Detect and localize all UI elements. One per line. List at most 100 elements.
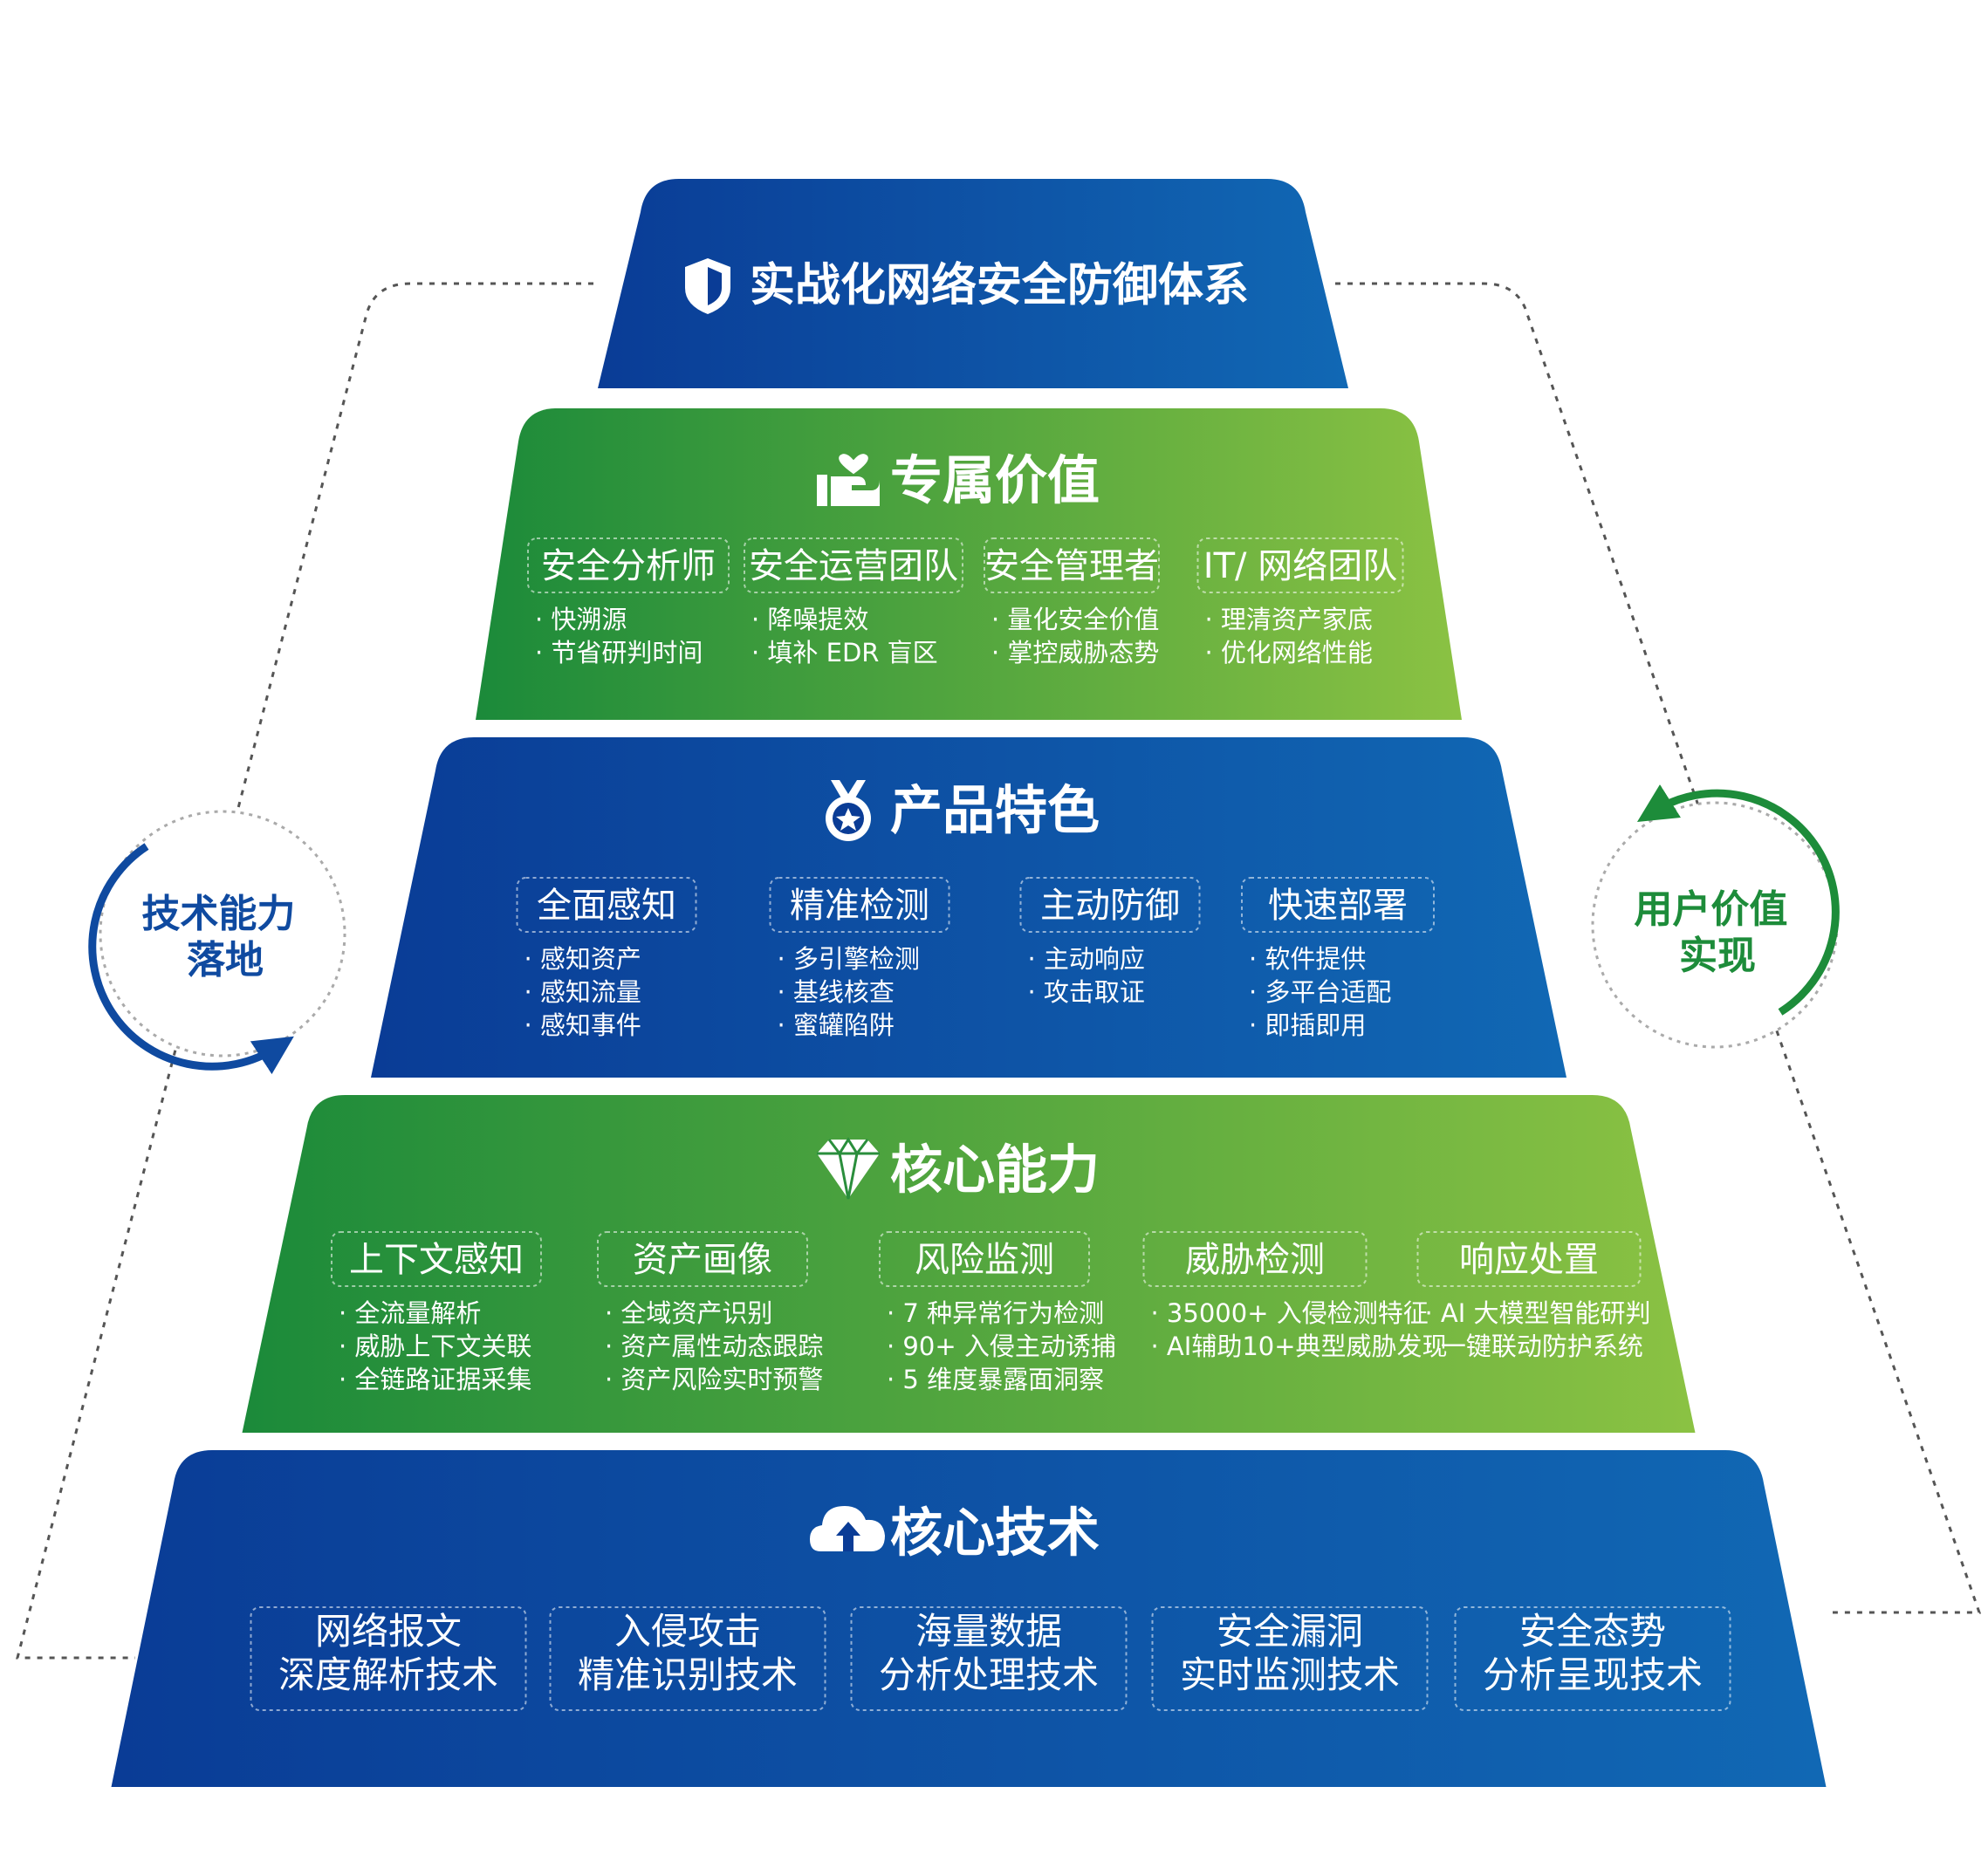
right-dotted-connector	[1335, 282, 1982, 1614]
feature-bullet: · 基线核查	[778, 977, 895, 1007]
feature-bullet: · 多引擎检测	[778, 944, 920, 974]
feature-tag-label: 安全分析师	[541, 546, 716, 586]
tech-card-line: 分析处理技术	[879, 1653, 1099, 1696]
feature-bullet: · 5 维度暴露面洞察	[887, 1365, 1104, 1394]
feature-bullet: · 全流量解析	[339, 1298, 481, 1328]
side-left-line-1: 技术能力	[141, 892, 295, 936]
feature-bullet: · 35000+ 入侵检测特征	[1151, 1298, 1429, 1328]
side-right-badge: 用户价值 实现	[1591, 784, 1840, 1049]
feature-bullet: · 主动响应	[1028, 944, 1145, 974]
feature-bullet: · 量化安全价值	[991, 605, 1159, 634]
feature-group: 威胁检测 · 35000+ 入侵检测特征· AI辅助10+典型威胁发现	[1142, 1231, 1448, 1361]
layer-band	[598, 179, 1348, 388]
feature-group: 响应处置· AI 大模型智能研判· 一键联动防护系统	[1416, 1231, 1651, 1361]
hand-heart-icon	[817, 454, 880, 506]
tech-card	[850, 1606, 1128, 1711]
tech-card-line: 安全态势	[1519, 1610, 1666, 1653]
side-right-arrow-icon	[1636, 784, 1840, 1016]
feature-tag	[1142, 1231, 1368, 1287]
feature-bullet: · 90+ 入侵主动诱捕	[887, 1331, 1116, 1361]
pyramid-layer: 实战化网络安全防御体系	[598, 179, 1348, 388]
feature-bullet: · 优化网络性能	[1205, 638, 1373, 667]
tech-card-line: 精准识别技术	[578, 1653, 798, 1696]
feature-bullet: · 即插即用	[1249, 1010, 1366, 1040]
layer-band	[242, 1095, 1696, 1433]
feature-group: 资产画像· 全域资产识别· 资产属性动态跟踪· 资产风险实时预警	[597, 1231, 823, 1394]
feature-tag-label: 精准检测	[790, 886, 929, 926]
feature-group: 快速部署 · 软件提供· 多平台适配· 即插即用	[1241, 877, 1435, 1040]
feature-group: 精准检测 · 多引擎检测· 基线核查· 蜜罐陷阱	[769, 877, 950, 1040]
diamond-icon	[817, 1137, 880, 1200]
feature-tag	[744, 537, 963, 593]
feature-bullet: · AI辅助10+典型威胁发现	[1151, 1331, 1448, 1361]
feature-group: 安全分析师 · 快溯源 · 节省研判时间	[527, 537, 730, 667]
feature-bullet: · 一键联动防护系统	[1425, 1331, 1643, 1361]
feature-group: 上下文感知· 全流量解析· 威胁上下文关联· 全链路证据采集	[331, 1231, 542, 1394]
feature-bullet: · 攻击取证	[1028, 977, 1145, 1007]
medal-icon	[826, 780, 871, 841]
feature-bullet: · 全链路证据采集	[339, 1365, 531, 1394]
tech-card-line: 入侵攻击	[614, 1610, 761, 1653]
tech-card-line: 网络报文	[315, 1610, 462, 1653]
tech-card-line: 海量数据	[915, 1610, 1062, 1653]
feature-bullet: · 填补 EDR 盲区	[751, 638, 938, 667]
feature-bullet: · 资产属性动态跟踪	[605, 1331, 823, 1361]
feature-tag-label: 快速部署	[1268, 886, 1408, 926]
feature-bullet: · 降噪提效	[751, 605, 868, 634]
feature-tag	[331, 1231, 542, 1287]
pyramid-layer: 核心技术网络报文深度解析技术入侵攻击精准识别技术海量数据分析处理技术安全漏洞实时…	[111, 1450, 1827, 1787]
feature-group: 安全管理者· 量化安全价值· 掌控威胁态势	[984, 537, 1160, 667]
feature-tag	[597, 1231, 808, 1287]
tech-card-line: 分析呈现技术	[1483, 1653, 1703, 1696]
feature-bullet: · 全域资产识别	[605, 1298, 772, 1328]
layer-band	[371, 737, 1566, 1078]
feature-group: 风险监测 · 7 种异常行为检测· 90+ 入侵主动诱捕 · 5 维度暴露面洞察	[879, 1231, 1116, 1394]
feature-tag-label: 主动防御	[1040, 886, 1180, 926]
feature-tag	[1196, 537, 1404, 593]
feature-bullet: · 感知资产	[524, 944, 641, 974]
feature-group: 安全运营团队 · 降噪提效 · 填补 EDR 盲区	[744, 537, 963, 667]
tech-card-line: 实时监测技术	[1180, 1653, 1400, 1696]
feature-group: IT/ 网络团队· 理清资产家底· 优化网络性能	[1196, 537, 1404, 667]
tech-card-line: 安全漏洞	[1217, 1610, 1363, 1653]
feature-tag-label: IT/ 网络团队	[1203, 546, 1397, 586]
side-right-line-2: 实现	[1679, 934, 1756, 978]
tech-card	[1151, 1606, 1429, 1711]
feature-bullet: · 蜜罐陷阱	[778, 1010, 895, 1040]
feature-bullet: · AI 大模型智能研判	[1425, 1298, 1651, 1328]
feature-bullet: · 快溯源	[535, 605, 627, 634]
layer-band	[476, 408, 1462, 720]
feature-bullet: · 威胁上下文关联	[339, 1331, 531, 1361]
tech-card	[250, 1606, 527, 1711]
side-right-line-1: 用户价值	[1634, 887, 1787, 932]
side-left-badge: 技术能力 落地	[88, 810, 346, 1075]
feature-tag-label: 威胁检测	[1185, 1240, 1325, 1280]
feature-bullet: · 7 种异常行为检测	[887, 1298, 1104, 1328]
layer-band	[111, 1450, 1827, 1787]
feature-tag	[1416, 1231, 1642, 1287]
feature-bullet: · 节省研判时间	[535, 638, 703, 667]
side-left-dotted-circle	[99, 810, 346, 1058]
feature-tag	[1241, 877, 1435, 933]
feature-bullet: · 多平台适配	[1249, 977, 1391, 1007]
side-left-arrow-icon	[88, 843, 294, 1075]
feature-tag-label: 风险监测	[915, 1240, 1054, 1280]
feature-tag	[527, 537, 730, 593]
layer-title: 专属价值	[890, 451, 1100, 512]
feature-bullet: · 软件提供	[1249, 944, 1366, 974]
feature-tag-label: 安全运营团队	[749, 546, 958, 586]
left-dotted-connector	[16, 282, 593, 1660]
tech-card-line: 深度解析技术	[278, 1653, 498, 1696]
svg-text:用户价值 实现: 用户价值 实现	[1634, 887, 1800, 978]
layer-title: 产品特色	[890, 781, 1100, 842]
svg-text:技术能力 落地: 技术能力 落地	[141, 892, 308, 982]
feature-bullet: · 资产风险实时预警	[605, 1365, 823, 1394]
feature-bullet: · 掌控威胁态势	[991, 638, 1159, 667]
